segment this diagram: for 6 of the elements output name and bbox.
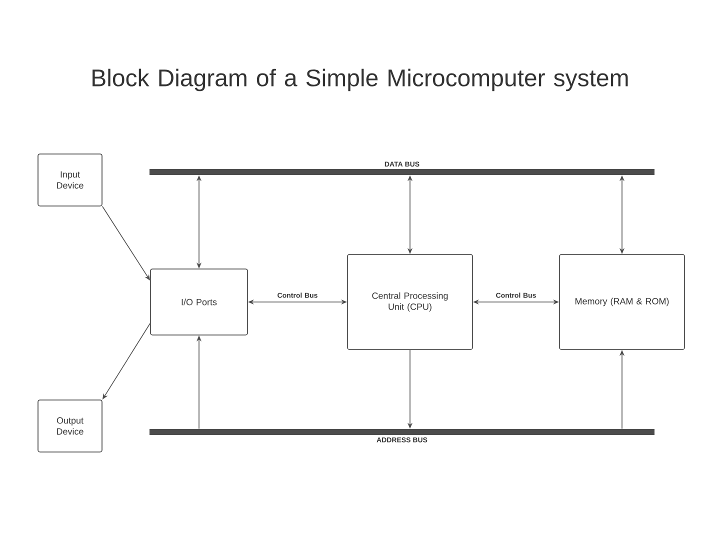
block-box: I/O Ports: [150, 268, 248, 336]
block-box: Memory (RAM & ROM): [559, 254, 685, 350]
block-box: Output Device: [38, 400, 102, 452]
title: Block Diagram of a Simple Microcomputer system: [92, 68, 628, 92]
block-box: Input Device: [38, 154, 102, 206]
block-box: Central Processing Unit (CPU): [347, 254, 473, 350]
